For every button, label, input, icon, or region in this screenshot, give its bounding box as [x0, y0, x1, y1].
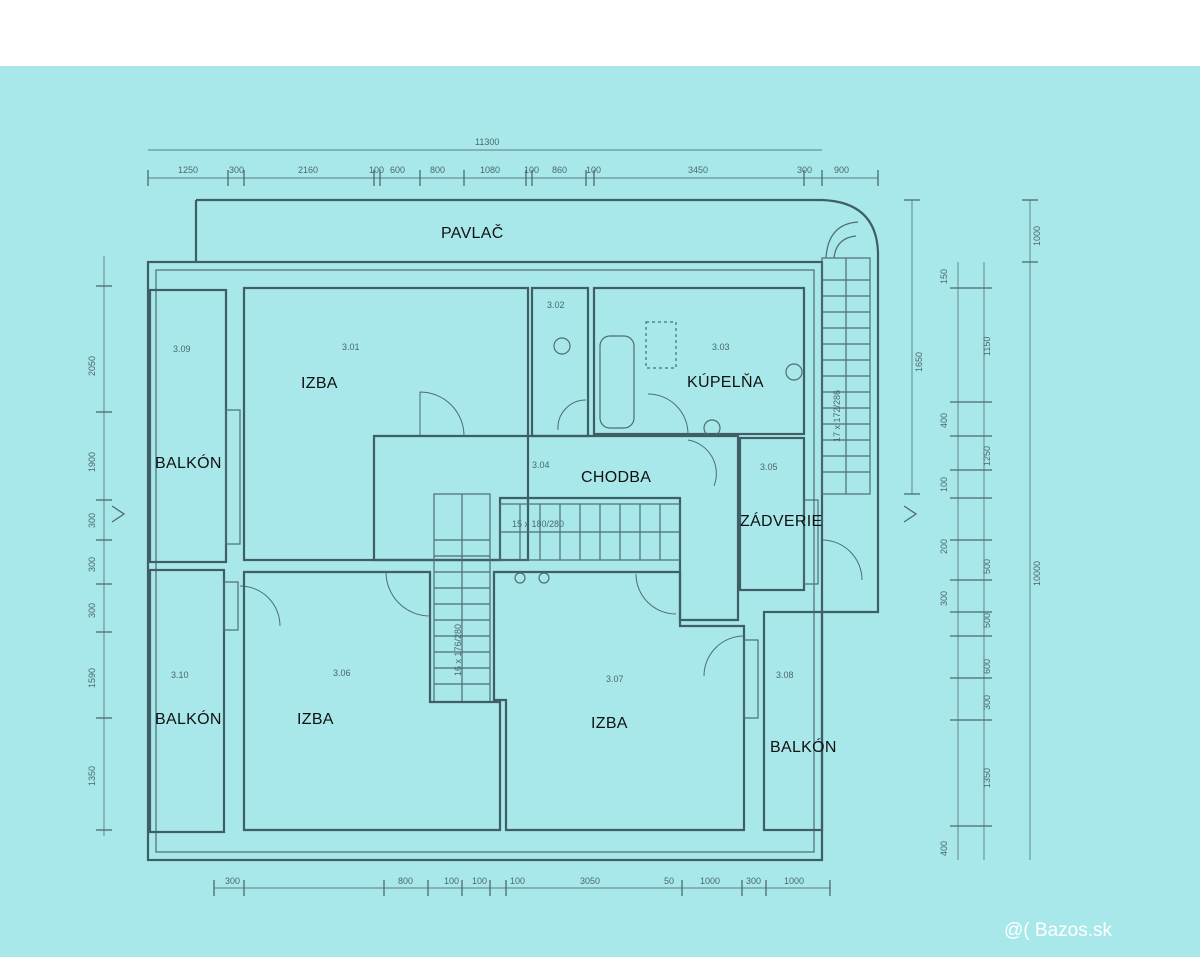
dim-right-b-5: 200: [939, 539, 949, 554]
dim-right-b-4: 100: [939, 477, 949, 492]
dim-top-8: 860: [552, 165, 567, 175]
dim-top-0: 1250: [178, 165, 198, 175]
dim-bottom-5: 3050: [580, 876, 600, 886]
right-staircase: [821, 221, 871, 495]
dim-right-b-10: 300: [982, 695, 992, 710]
dim-bottom-7: 1000: [700, 876, 720, 886]
left-inner-staircase: [433, 493, 491, 703]
dim-top-7: 100: [524, 165, 539, 175]
dim-right-b-2: 400: [939, 413, 949, 428]
room-301: [242, 286, 530, 562]
dim-top-11: 300: [797, 165, 812, 175]
dim-left-0: 2050: [87, 356, 97, 376]
dim-bottom-3: 100: [472, 876, 487, 886]
bottom-dimension-lines: [213, 880, 831, 896]
dim-right-b-1: 1150: [982, 337, 992, 356]
room-306: [242, 570, 502, 832]
dim-top-3: 100: [369, 165, 384, 175]
stair-center-label: 15 x 180/280: [512, 519, 564, 529]
room-number-302: 3.02: [547, 300, 565, 310]
dim-top-9: 100: [586, 165, 601, 175]
dim-top-2: 2160: [298, 165, 318, 175]
room-308: [762, 610, 824, 832]
room-number-309: 3.09: [173, 344, 191, 354]
dim-top-4: 600: [390, 165, 405, 175]
room-number-301: 3.01: [342, 342, 360, 352]
dim-bottom-6: 50: [664, 876, 674, 886]
pavlac-outline: [196, 198, 880, 614]
room-label-izba-307: IZBA: [591, 715, 628, 732]
room-303: [592, 286, 806, 436]
room-number-303: 3.03: [712, 342, 730, 352]
dim-left-1: 1900: [87, 452, 97, 472]
dim-bottom-9: 1000: [784, 876, 804, 886]
room-label-chodba: CHODBA: [581, 469, 651, 486]
room-label-kupelna: KÚPELŇA: [687, 372, 764, 391]
dim-left-2: 300: [87, 513, 97, 528]
room-label-balkon-308: BALKÓN: [770, 737, 837, 756]
dim-right-b-9: 600: [982, 659, 992, 674]
center-staircase: [499, 503, 681, 561]
room-number-310: 3.10: [171, 670, 189, 680]
dim-bottom-4: 100: [510, 876, 525, 886]
dim-left-5: 1590: [87, 668, 97, 688]
dim-bottom-8: 300: [746, 876, 761, 886]
room-label-zadverie: ZÁDVERIE: [740, 511, 822, 530]
dim-right-b-11: 1350: [982, 768, 992, 788]
dim-right-b-3: 1250: [982, 446, 992, 466]
room-label-izba-301: IZBA: [301, 375, 338, 392]
dim-bottom-1: 800: [398, 876, 413, 886]
room-label-izba-306: IZBA: [297, 711, 334, 728]
room-number-308: 3.08: [776, 670, 794, 680]
room-number-305: 3.05: [760, 462, 778, 472]
room-307: [492, 570, 746, 832]
room-309: [148, 288, 228, 564]
room-310: [148, 568, 226, 834]
dim-right-b-6: 500: [982, 559, 992, 574]
dim-bottom-0: 300: [225, 876, 240, 886]
right-dimension-lines: [903, 199, 1038, 860]
left-dimension-lines: [96, 256, 126, 836]
dim-right-b-0: 150: [939, 269, 949, 284]
stair-right-label: 17 x 172/286: [832, 390, 842, 442]
bathtub: [599, 335, 635, 429]
dim-left-3: 300: [87, 557, 97, 572]
watermark-bazos: @( Bazos.sk: [1004, 920, 1112, 941]
dim-top-1: 300: [229, 165, 244, 175]
outer-wall: [146, 260, 824, 862]
stair-left-label: 16 x 176/280: [453, 624, 463, 676]
dim-top-5: 800: [430, 165, 445, 175]
dim-top-10: 3450: [688, 165, 708, 175]
dim-right-a-0: 1000: [1032, 226, 1042, 246]
dim-right-outer: 10000: [1032, 561, 1042, 586]
room-label-balkon-310: BALKÓN: [155, 709, 222, 728]
dim-right-a-1: 1650: [914, 352, 924, 372]
top-dimension-lines: [147, 149, 879, 186]
room-number-306: 3.06: [333, 668, 351, 678]
dim-left-6: 1350: [87, 766, 97, 786]
room-302: [530, 286, 590, 438]
dim-bottom-2: 100: [444, 876, 459, 886]
room-label-pavlac: PAVLAČ: [441, 223, 504, 242]
dim-overall-top: 11300: [475, 137, 499, 147]
room-label-balkon-309: BALKÓN: [155, 453, 222, 472]
dim-top-12: 900: [834, 165, 849, 175]
dim-top-6: 1080: [480, 165, 500, 175]
dim-right-b-8: 500: [982, 613, 992, 628]
room-number-304: 3.04: [532, 460, 550, 470]
room-304: [372, 434, 740, 622]
dim-right-b-7: 300: [939, 591, 949, 606]
room-number-307: 3.07: [606, 674, 624, 684]
dim-left-4: 300: [87, 603, 97, 618]
dim-right-b-12: 400: [939, 841, 949, 856]
